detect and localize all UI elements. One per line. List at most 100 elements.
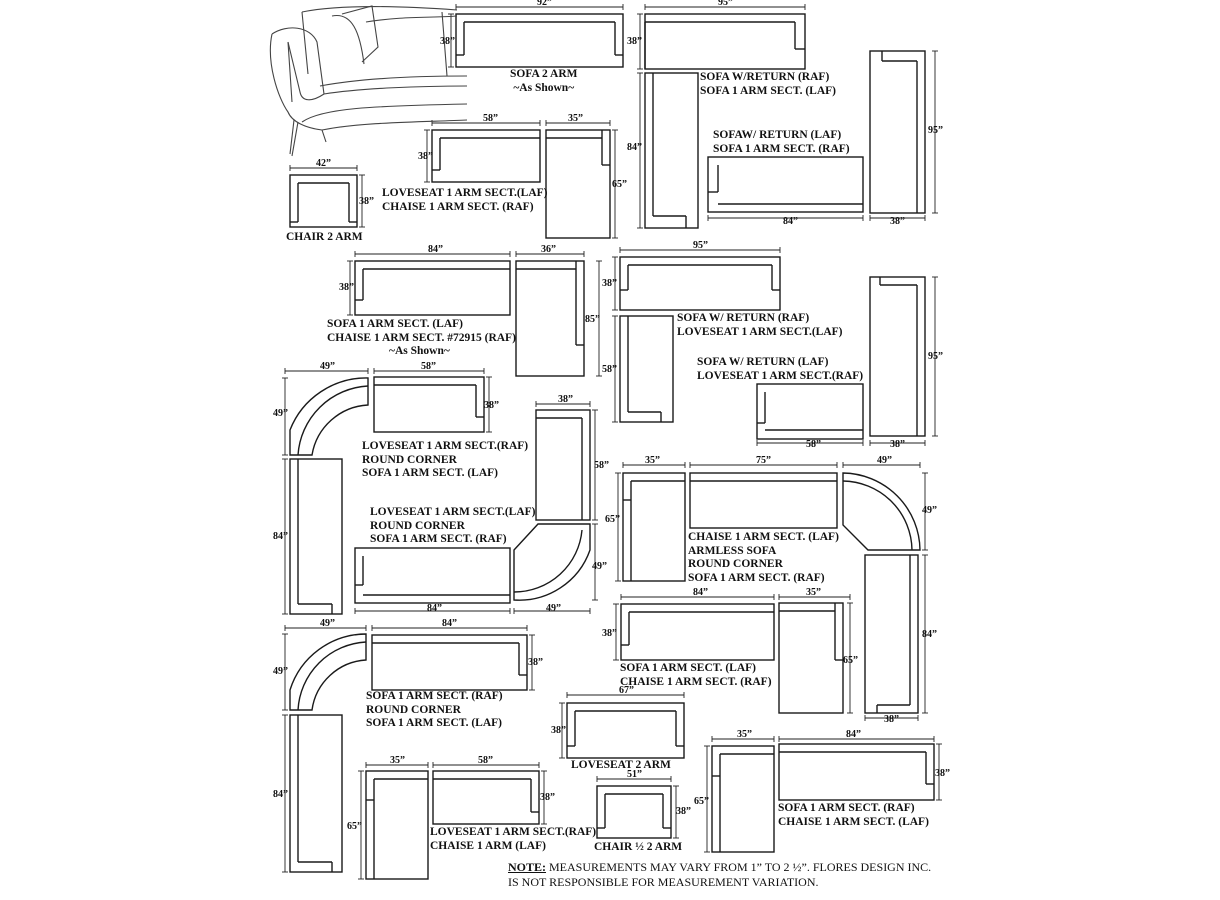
configuration-label-line: SOFA 1 ARM SECT. (LAF): [366, 717, 502, 729]
piece-outline: [644, 72, 699, 229]
dimension-label: 35”: [737, 729, 752, 740]
dimension-label: 35”: [568, 113, 583, 124]
dimension-label: 65”: [843, 655, 858, 666]
piece-outline: [289, 377, 369, 456]
dimension-label: 49”: [273, 666, 288, 677]
piece-outline: [689, 472, 838, 529]
configuration-label: CHAIR 2 ARM: [286, 231, 363, 245]
configuration-label: SOFA W/ RETURN (LAF)LOVESEAT 1 ARM SECT.…: [697, 356, 863, 383]
dimension-label: 58”: [602, 364, 617, 375]
dimension-label: 38”: [528, 657, 543, 668]
dimension-label: 35”: [390, 755, 405, 766]
piece-outline: [455, 13, 624, 68]
piece-outline: [711, 745, 775, 853]
piece-outline: [535, 409, 591, 521]
dimension-label: 38”: [558, 394, 573, 405]
note-line-2: IS NOT RESPONSIBLE FOR MEASUREMENT VARIA…: [508, 875, 819, 889]
configuration-label-line: LOVESEAT 1 ARM SECT.(LAF): [382, 187, 548, 199]
piece-outline: [620, 603, 775, 661]
configuration-label: LOVESEAT 1 ARM SECT.(LAF)CHAISE 1 ARM SE…: [382, 187, 548, 214]
dimension-label: 95”: [693, 240, 708, 251]
configuration-label-line: ~As Shown~: [389, 345, 450, 357]
dimension-label: 38”: [676, 806, 691, 817]
dimension-label: 38”: [890, 216, 905, 227]
piece-outline: [619, 256, 781, 311]
piece-outline: [545, 129, 611, 239]
piece-outline: [842, 480, 913, 551]
configuration-label-line: LOVESEAT 1 ARM SECT.(RAF): [362, 440, 529, 452]
piece-outline: [354, 260, 511, 316]
piece-outline: [869, 50, 926, 214]
dimension-label: 38”: [540, 792, 555, 803]
dimension-label: 84”: [273, 789, 288, 800]
dimension-label: 65”: [694, 796, 709, 807]
configuration-label: SOFA 1 ARM SECT. (LAF)CHAISE 1 ARM SECT.…: [327, 318, 516, 359]
dimension-label: 49”: [922, 505, 937, 516]
dimension-label: 84”: [846, 729, 861, 740]
dimension-label: 35”: [806, 587, 821, 598]
dimension-label: 65”: [612, 179, 627, 190]
configuration-label: SOFA W/RETURN (RAF)SOFA 1 ARM SECT. (LAF…: [700, 71, 836, 98]
dimension-label: 95”: [928, 351, 943, 362]
piece-outline: [869, 276, 926, 437]
dimension-label: 49”: [320, 618, 335, 629]
configuration-label-line: CHAISE 1 ARM (LAF): [430, 839, 546, 852]
configuration-label-line: SOFA 1 ARM SECT. (RAF): [366, 690, 503, 702]
configuration-label-line: ROUND CORNER: [370, 519, 465, 532]
dimension-label: 38”: [339, 282, 354, 293]
dimension-label: 38”: [440, 36, 455, 47]
configuration-label-line: CHAISE 1 ARM SECT. (RAF): [620, 675, 772, 688]
configuration-label-line: SOFA W/ RETURN (RAF): [677, 312, 810, 324]
piece-outline: [297, 641, 367, 711]
piece-outline: [778, 602, 844, 714]
configuration-label: CHAIR ½ 2 ARM: [594, 841, 682, 855]
dimension-label: 84”: [442, 618, 457, 629]
piece-outline: [371, 634, 528, 691]
dimension-label: 58”: [421, 361, 436, 372]
dimension-label: 58”: [806, 439, 821, 450]
dimension-label: 58”: [594, 460, 609, 471]
dimension-label: 85”: [585, 314, 600, 325]
dimension-label: 42”: [316, 158, 331, 169]
configuration-label: SOFA 1 ARM SECT. (RAF)CHAISE 1 ARM SECT.…: [778, 802, 929, 829]
piece-outline: [566, 702, 685, 759]
piece-outline: [431, 129, 541, 183]
configuration-label-line: SOFA W/ RETURN (LAF): [697, 356, 829, 368]
configuration-label-line: SOFAW/ RETURN (LAF): [713, 129, 842, 141]
dimension-label: 38”: [602, 278, 617, 289]
dimension-label: 92”: [537, 0, 552, 8]
piece-outline: [513, 523, 591, 601]
dimension-label: 84”: [693, 587, 708, 598]
piece-outline: [515, 260, 585, 377]
dimension-label: 38”: [602, 628, 617, 639]
configuration-label: SOFA W/ RETURN (RAF)LOVESEAT 1 ARM SECT.…: [677, 312, 843, 339]
dimension-label: 36”: [541, 244, 556, 255]
dimension-lines: [282, 4, 942, 880]
dimension-label: 84”: [783, 216, 798, 227]
dimension-label: 67”: [619, 685, 634, 696]
configuration-label-line: LOVESEAT 1 ARM SECT.(RAF): [697, 369, 864, 382]
configuration-label-line: CHAISE 1 ARM SECT. #72915 (RAF): [327, 331, 516, 344]
configuration-label-line: LOVESEAT 1 ARM SECT.(RAF): [430, 826, 597, 838]
piece-outline: [354, 547, 511, 604]
configuration-label-line: CHAIR 2 ARM: [286, 231, 363, 243]
piece-outline: [365, 770, 429, 880]
dimension-label: 84”: [273, 531, 288, 542]
piece-outline: [619, 315, 674, 423]
dimension-label: 58”: [478, 755, 493, 766]
dimension-label: 84”: [627, 142, 642, 153]
configuration-label-line: SOFA 1 ARM SECT. (LAF): [620, 662, 756, 674]
dimension-label: 95”: [718, 0, 733, 8]
configuration-label-line: SOFA 1 ARM SECT. (RAF): [370, 533, 507, 545]
dimension-label: 38”: [890, 439, 905, 450]
configuration-label-line: CHAIR ½ 2 ARM: [594, 841, 683, 853]
piece-outline: [622, 472, 686, 582]
note-prefix: NOTE:: [508, 860, 547, 874]
dimension-label: 35”: [645, 455, 660, 466]
configuration-label-line: SOFA 1 ARM SECT. (RAF): [778, 802, 915, 814]
dimension-label: 58”: [483, 113, 498, 124]
piece-outline: [373, 376, 485, 433]
piece-outline: [778, 743, 935, 801]
configuration-label-line: SOFA 1 ARM SECT. (LAF): [700, 84, 836, 97]
